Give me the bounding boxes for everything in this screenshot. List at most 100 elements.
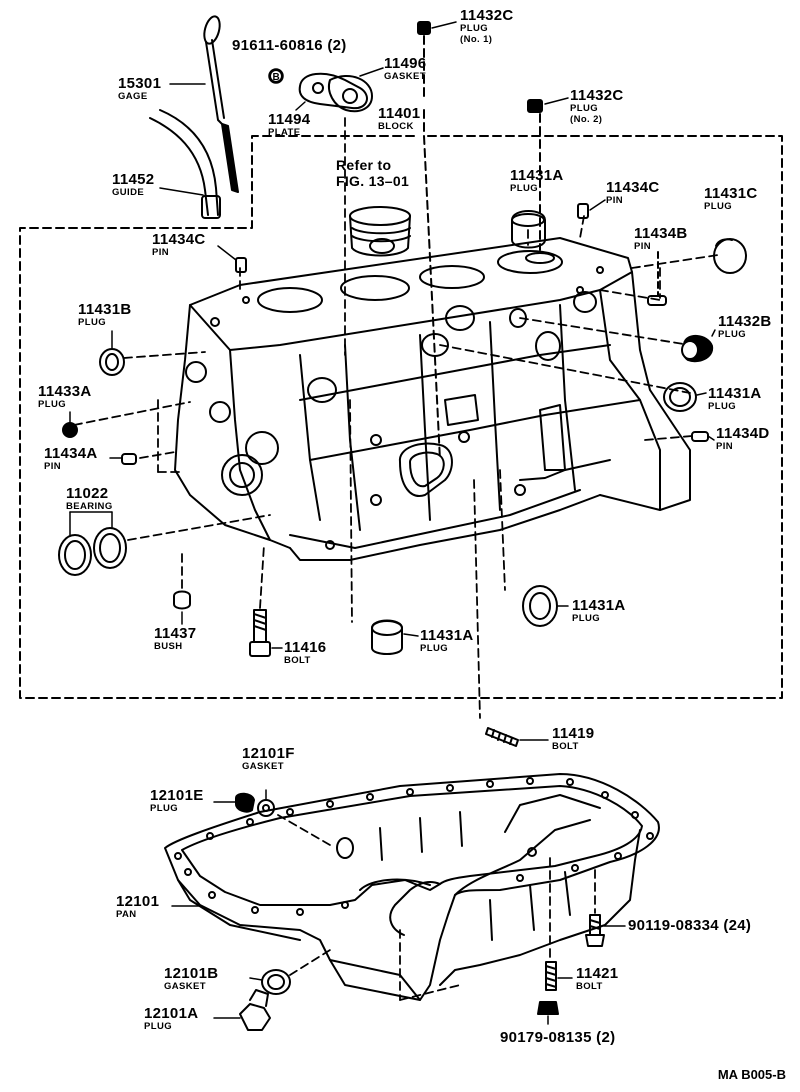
part-name: PIN [606,195,624,206]
part-number: 90119-08334 (24) [628,917,752,934]
circled-B-icon: B [268,68,284,84]
part-name: BOLT [576,981,603,992]
part-number: 11432C [570,87,624,104]
part-number: 11416 [284,639,327,656]
part-number: 12101E [150,787,204,804]
reference-line1: Refer to [336,157,392,173]
part-name: GUIDE [112,187,145,198]
part-number: 11431B [78,301,132,318]
engine-block [174,237,691,561]
part-name: PLUG [38,399,66,410]
part-name: PLUG [704,201,732,212]
plate-and-gasket [269,67,384,113]
part-name: PIN [634,241,652,252]
part-name: BOLT [284,655,311,666]
dipstick-guide [149,109,221,219]
part-label-p91611: 91611-60816 (2) [232,38,347,53]
part-number: 11432B [718,313,772,330]
part-label-p90119: 90119-08334 (24) [628,918,751,933]
part-number: 12101B [164,965,219,982]
reference-note: Refer to FIG. 13–01 [336,158,409,188]
part-number: 11022 [66,485,109,502]
part-number: 11419 [552,725,595,742]
part-number: 91611-60816 (2) [232,37,347,54]
part-name: PLUG [718,329,746,340]
part-number: 11494 [268,111,311,128]
part-number: 11434A [44,445,98,462]
part-name: GASKET [164,981,206,992]
part-number: 11433A [38,383,92,400]
part-name: BOLT [552,741,579,752]
block-assembly-boundary [19,135,783,699]
part-name: BLOCK [378,121,414,132]
part-name: GASKET [384,71,426,82]
small-parts-block [58,199,747,747]
part-note: (No. 2) [570,113,603,125]
dipstick-gage [169,15,239,193]
part-name: PLUG [570,103,598,114]
svg-text:B: B [273,72,280,83]
part-name: PLUG [144,1021,172,1032]
part-name: GAGE [118,91,148,102]
part-number: 11431A [510,167,564,184]
oil-pan [164,773,660,1001]
part-number: 11496 [384,55,427,72]
figure-code: MA B005-B [717,1067,786,1082]
piston-reference [349,206,411,257]
part-number: 90179-08135 (2) [500,1029,616,1046]
part-number: 11452 [112,171,155,188]
part-name: PLUG [708,401,736,412]
part-name: PLUG [78,317,106,328]
part-number: 11434B [634,225,688,242]
part-name: PLUG [420,643,448,654]
plug-no2 [527,97,569,251]
part-name: PIN [716,441,734,452]
part-number: 11434C [152,231,206,248]
part-number: 11421 [576,965,619,982]
part-number: 11431A [708,385,762,402]
part-name: PAN [116,909,137,920]
part-name: PLUG [150,803,178,814]
pan-small-parts [171,789,626,1031]
part-number: 11434C [606,179,660,196]
part-number: 15301 [118,75,162,92]
part-label-p90179: 90179-08135 (2) [500,1030,615,1045]
part-note: (No. 1) [460,33,493,45]
part-name: GASKET [242,761,284,772]
part-name: PLUG [572,613,600,624]
part-number: 11401 [378,105,421,122]
part-number: 11434D [716,425,770,442]
part-name: BUSH [154,641,183,652]
plug-no1 [417,21,457,461]
part-number: 11431A [420,627,474,644]
part-name: PIN [152,247,170,258]
reference-line2: FIG. 13–01 [336,173,410,189]
part-number: 11432C [460,7,514,24]
